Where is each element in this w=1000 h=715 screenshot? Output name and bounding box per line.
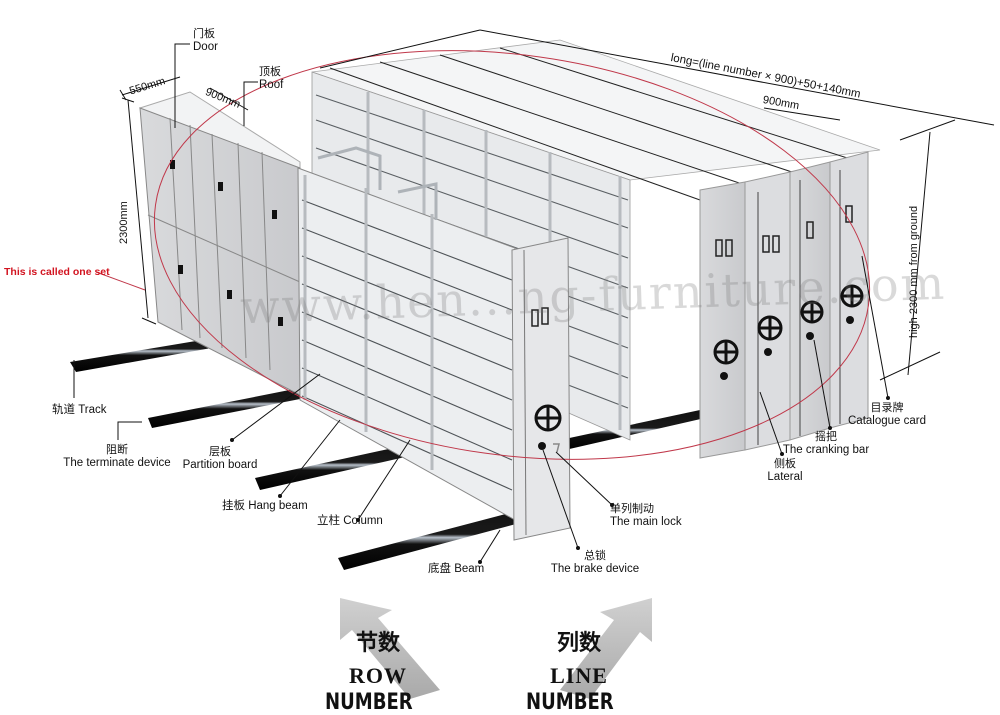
shelving-diagram: www.hen...ng-furniture.com This is calle… [4,28,995,715]
handle-icons [715,205,853,257]
front-shelf-unit [297,146,571,541]
shelving-illustration [70,29,995,699]
height-left-dimension: 2300mm [118,201,130,244]
front-cranking-wheel-icon [534,404,562,432]
direction-arrows [340,598,652,699]
line-number-legend: 列数 LINE NUMBER [525,630,614,715]
label-column: 立柱 Column [317,515,383,527]
leader-lines [73,255,889,563]
door-cabinet [138,91,301,396]
label-beam: 底盘 Beam [428,563,485,575]
dimension-lines [119,29,995,381]
cranking-wheel-icons [713,284,864,365]
set-note: This is called one set [4,266,110,278]
label-track: 轨道 Track [52,404,107,416]
set-outline [153,50,871,460]
row-number-legend: 节数 ROW NUMBER [324,630,413,715]
height-right-dimension: high 2300 mm from ground [908,205,920,338]
label-hang-beam: 挂板 Hang beam [222,500,308,512]
tracks [70,330,705,570]
